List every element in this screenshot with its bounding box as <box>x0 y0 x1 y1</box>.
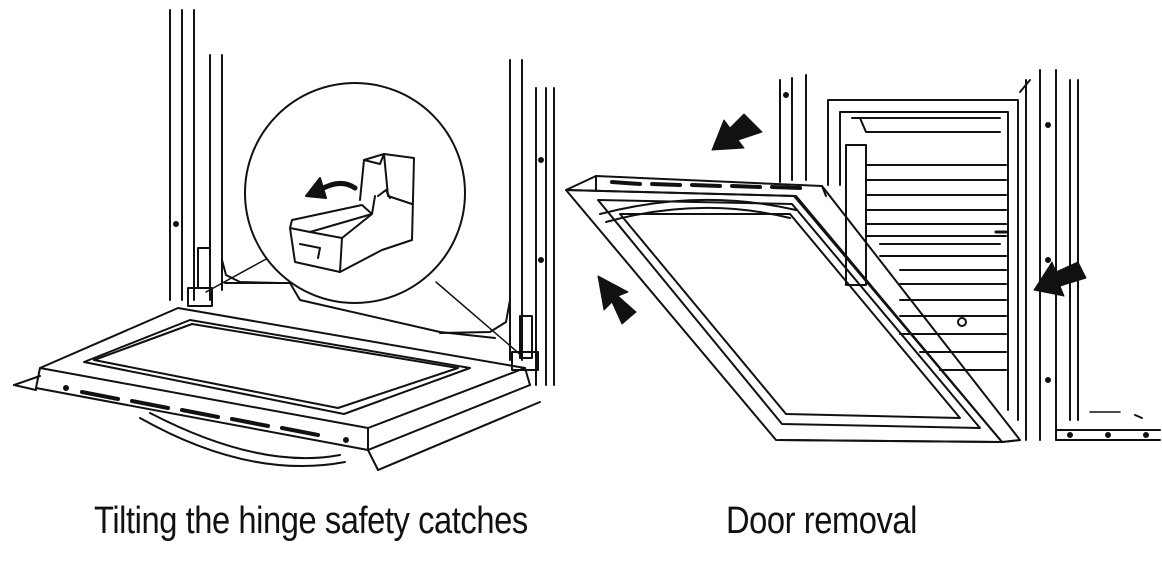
right-cabinet-frame <box>440 60 554 385</box>
door-vent-slots <box>82 392 318 435</box>
diagram-canvas <box>0 0 1162 490</box>
right-caption: Door removal <box>726 500 917 542</box>
arrow-up-left-icon <box>598 276 636 324</box>
oven-right-frame <box>1020 70 1078 440</box>
hinge-detail-magnifier <box>206 83 522 356</box>
door-removal-illustration <box>566 70 1160 442</box>
left-caption: Tilting the hinge safety catches <box>94 500 528 542</box>
safety-catch-detail <box>290 154 414 272</box>
oven-left-frame <box>780 75 806 182</box>
door-top-vents <box>612 182 800 188</box>
right-hinge <box>512 316 538 370</box>
oven-cavity <box>828 100 1018 420</box>
open-oven-door <box>14 308 540 470</box>
oven-open-door-illustration <box>14 10 554 470</box>
left-hinge <box>188 248 212 306</box>
oven-cavity-edge <box>225 283 495 338</box>
curved-arrow-icon <box>306 178 355 198</box>
arrow-up-left-icon <box>712 114 762 150</box>
oven-base <box>1056 412 1160 440</box>
left-cabinet-frame <box>170 10 280 300</box>
tilted-oven-door <box>566 176 1020 442</box>
arrow-left-icon <box>1034 262 1086 296</box>
